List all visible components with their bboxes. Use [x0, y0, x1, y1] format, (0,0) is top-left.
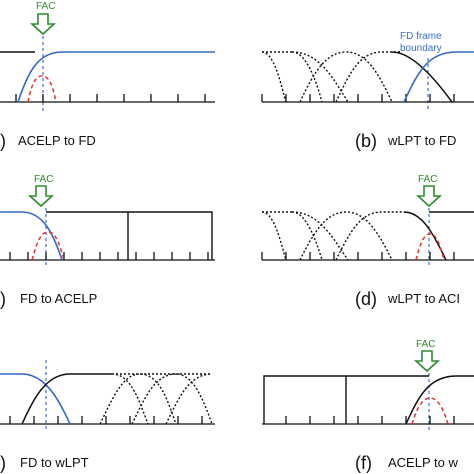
acelp-frames-c — [46, 211, 213, 260]
axis-ticks-f — [285, 416, 455, 424]
wlpt-rise-e — [21, 373, 112, 425]
wlpt-rise-f — [405, 375, 474, 425]
panel-b: FD frame boundary (b) wLPT to FD — [261, 31, 474, 151]
wlpt-fade-b — [391, 51, 453, 103]
axis-ticks-c — [9, 252, 209, 260]
fac-window-a — [27, 75, 57, 103]
wlpt-windows-d — [261, 211, 404, 261]
panel-caption-d: wLPT to ACI — [387, 291, 460, 306]
fac-window-c — [31, 231, 65, 261]
panel-caption-c: FD to ACELP — [20, 291, 97, 306]
panel-caption-f: ACELP to w — [388, 455, 458, 470]
fac-window-d — [415, 233, 445, 261]
axis-ticks-e — [9, 416, 203, 424]
fac-arrow-f — [413, 350, 441, 373]
wlpt-windows-e — [99, 373, 213, 425]
fac-arrow-a — [29, 13, 57, 36]
fac-arrow-c — [27, 185, 55, 208]
fd-window-b — [403, 51, 474, 103]
fac-label-f: FAC — [416, 339, 435, 350]
fd-window-e — [0, 373, 71, 425]
panel-d: FAC (d) wLPT to ACI — [261, 174, 474, 309]
fd-window-a — [17, 51, 215, 103]
fac-arrow-d — [415, 185, 443, 208]
panel-caption-b: wLPT to FD — [387, 133, 456, 148]
wlpt-fade-d — [403, 211, 447, 261]
panel-letter-c: ) — [0, 289, 6, 309]
fd-boundary-label-1: FD frame — [400, 31, 442, 42]
panel-caption-e: FD to wLPT — [20, 455, 89, 470]
fac-label-a: FAC — [36, 1, 55, 12]
panel-e: ) FD to wLPT — [0, 360, 215, 473]
wlpt-windows-b — [261, 51, 400, 103]
fac-label-c: FAC — [34, 174, 53, 185]
axis-ticks-b — [261, 94, 455, 102]
panel-caption-a: ACELP to FD — [18, 133, 96, 148]
fd-boundary-label-2: boundary — [400, 43, 442, 54]
panel-letter-f: (f) — [355, 453, 372, 473]
axis-ticks-d — [261, 252, 455, 260]
axis-ticks-a — [15, 94, 206, 102]
fac-label-d: FAC — [418, 174, 437, 185]
panel-c: FAC ) FD to ACELP — [0, 174, 215, 309]
acelp-frames-f — [263, 375, 429, 424]
panel-a: FAC ) ACELP to FD — [0, 1, 215, 151]
fac-window-f — [411, 397, 449, 425]
panel-letter-b: (b) — [355, 131, 377, 151]
fd-window-c — [0, 211, 63, 261]
panel-letter-d: (d) — [355, 289, 377, 309]
panel-letter-a: ) — [0, 131, 6, 151]
panel-letter-e: ) — [0, 453, 6, 473]
panel-f: FAC (f) ACELP to w — [262, 339, 474, 473]
